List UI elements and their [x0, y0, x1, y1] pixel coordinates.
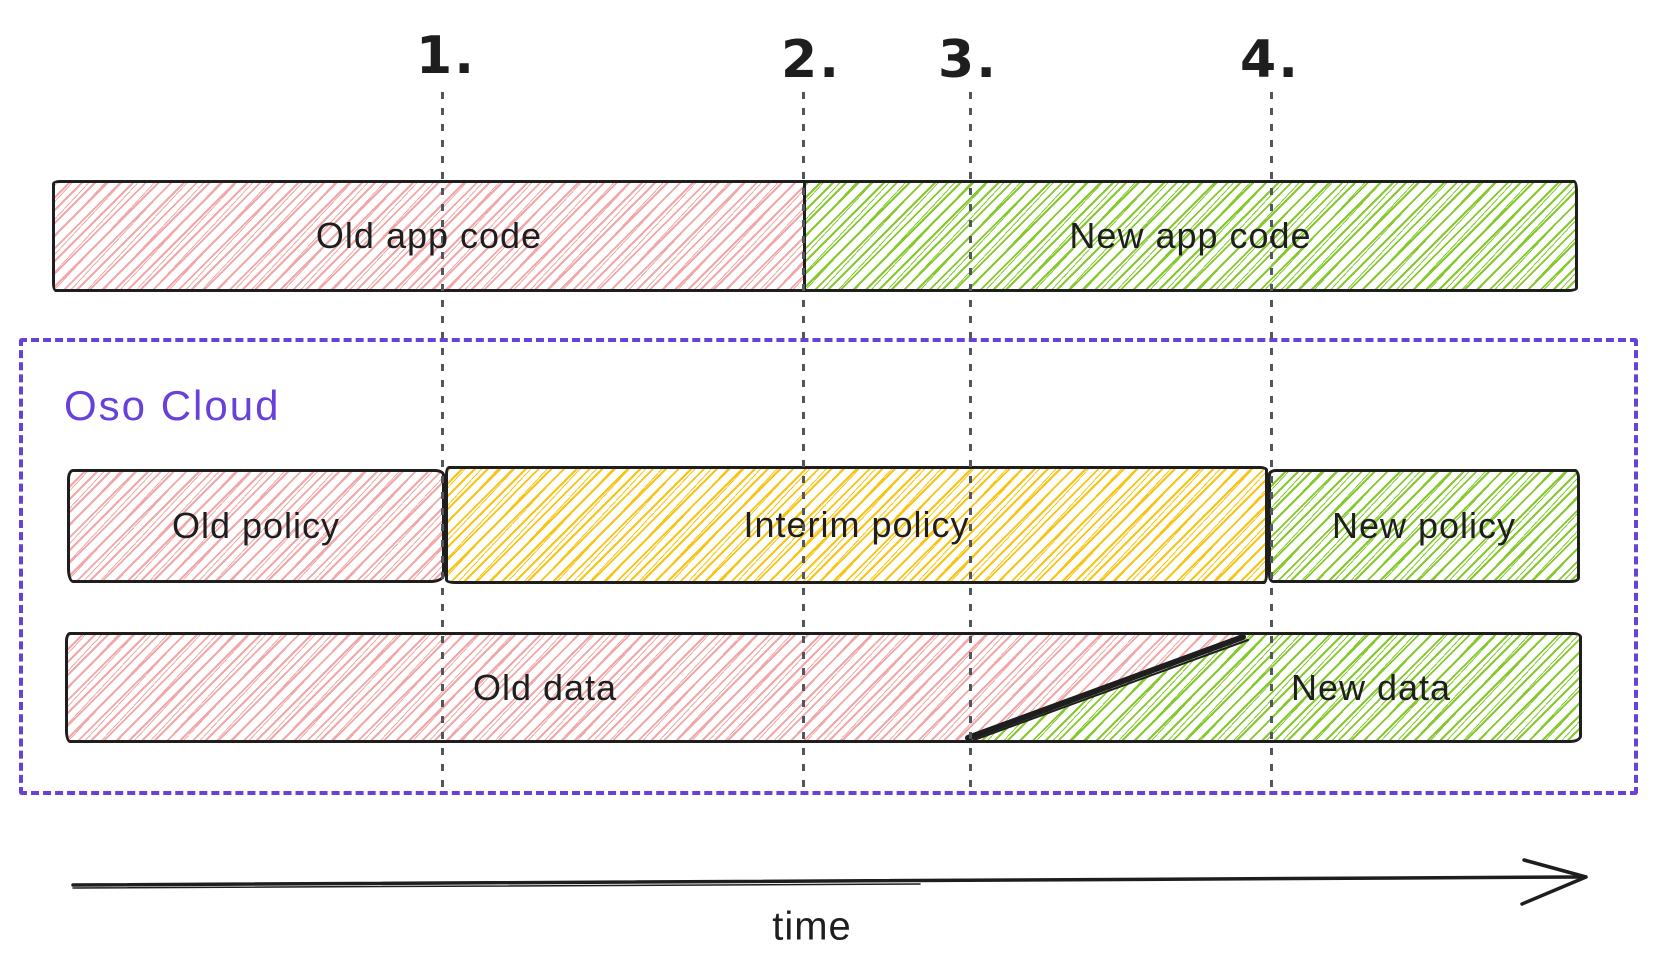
oso-cloud-container: [19, 338, 1638, 795]
new-app-code-segment: New app code: [806, 183, 1575, 289]
old-policy-label: Old policy: [171, 505, 341, 546]
old-app-code-label: Old app code: [315, 215, 543, 256]
new-app-code-label: New app code: [1069, 215, 1312, 256]
old-data-label: Old data: [472, 666, 618, 708]
interim-policy-segment: Interim policy: [445, 466, 1268, 584]
new-data-label: New data: [1290, 666, 1452, 708]
guide-line-3: [969, 92, 972, 790]
old-app-code-segment: Old app code: [55, 183, 806, 289]
interim-policy-label: Interim policy: [743, 504, 970, 545]
data-bar: Old data New data: [65, 632, 1582, 743]
data-transition-diagonal: [965, 635, 1249, 740]
app-code-bar: Old app code New app code: [52, 180, 1578, 292]
step-marker-4: 4.: [1240, 30, 1300, 90]
oso-cloud-title: Oso Cloud: [64, 382, 281, 429]
step-marker-2: 2.: [781, 30, 841, 90]
step-marker-1: 1.: [416, 26, 476, 86]
old-policy-segment: Old policy: [67, 469, 445, 583]
step-marker-3: 3.: [938, 30, 998, 90]
guide-line-1: [441, 92, 444, 790]
time-axis-label: time: [772, 904, 852, 949]
new-policy-label: New policy: [1331, 505, 1517, 546]
guide-line-2: [802, 92, 805, 790]
new-policy-segment: New policy: [1268, 469, 1580, 583]
guide-line-4: [1270, 92, 1273, 790]
time-arrow: [71, 858, 1588, 906]
